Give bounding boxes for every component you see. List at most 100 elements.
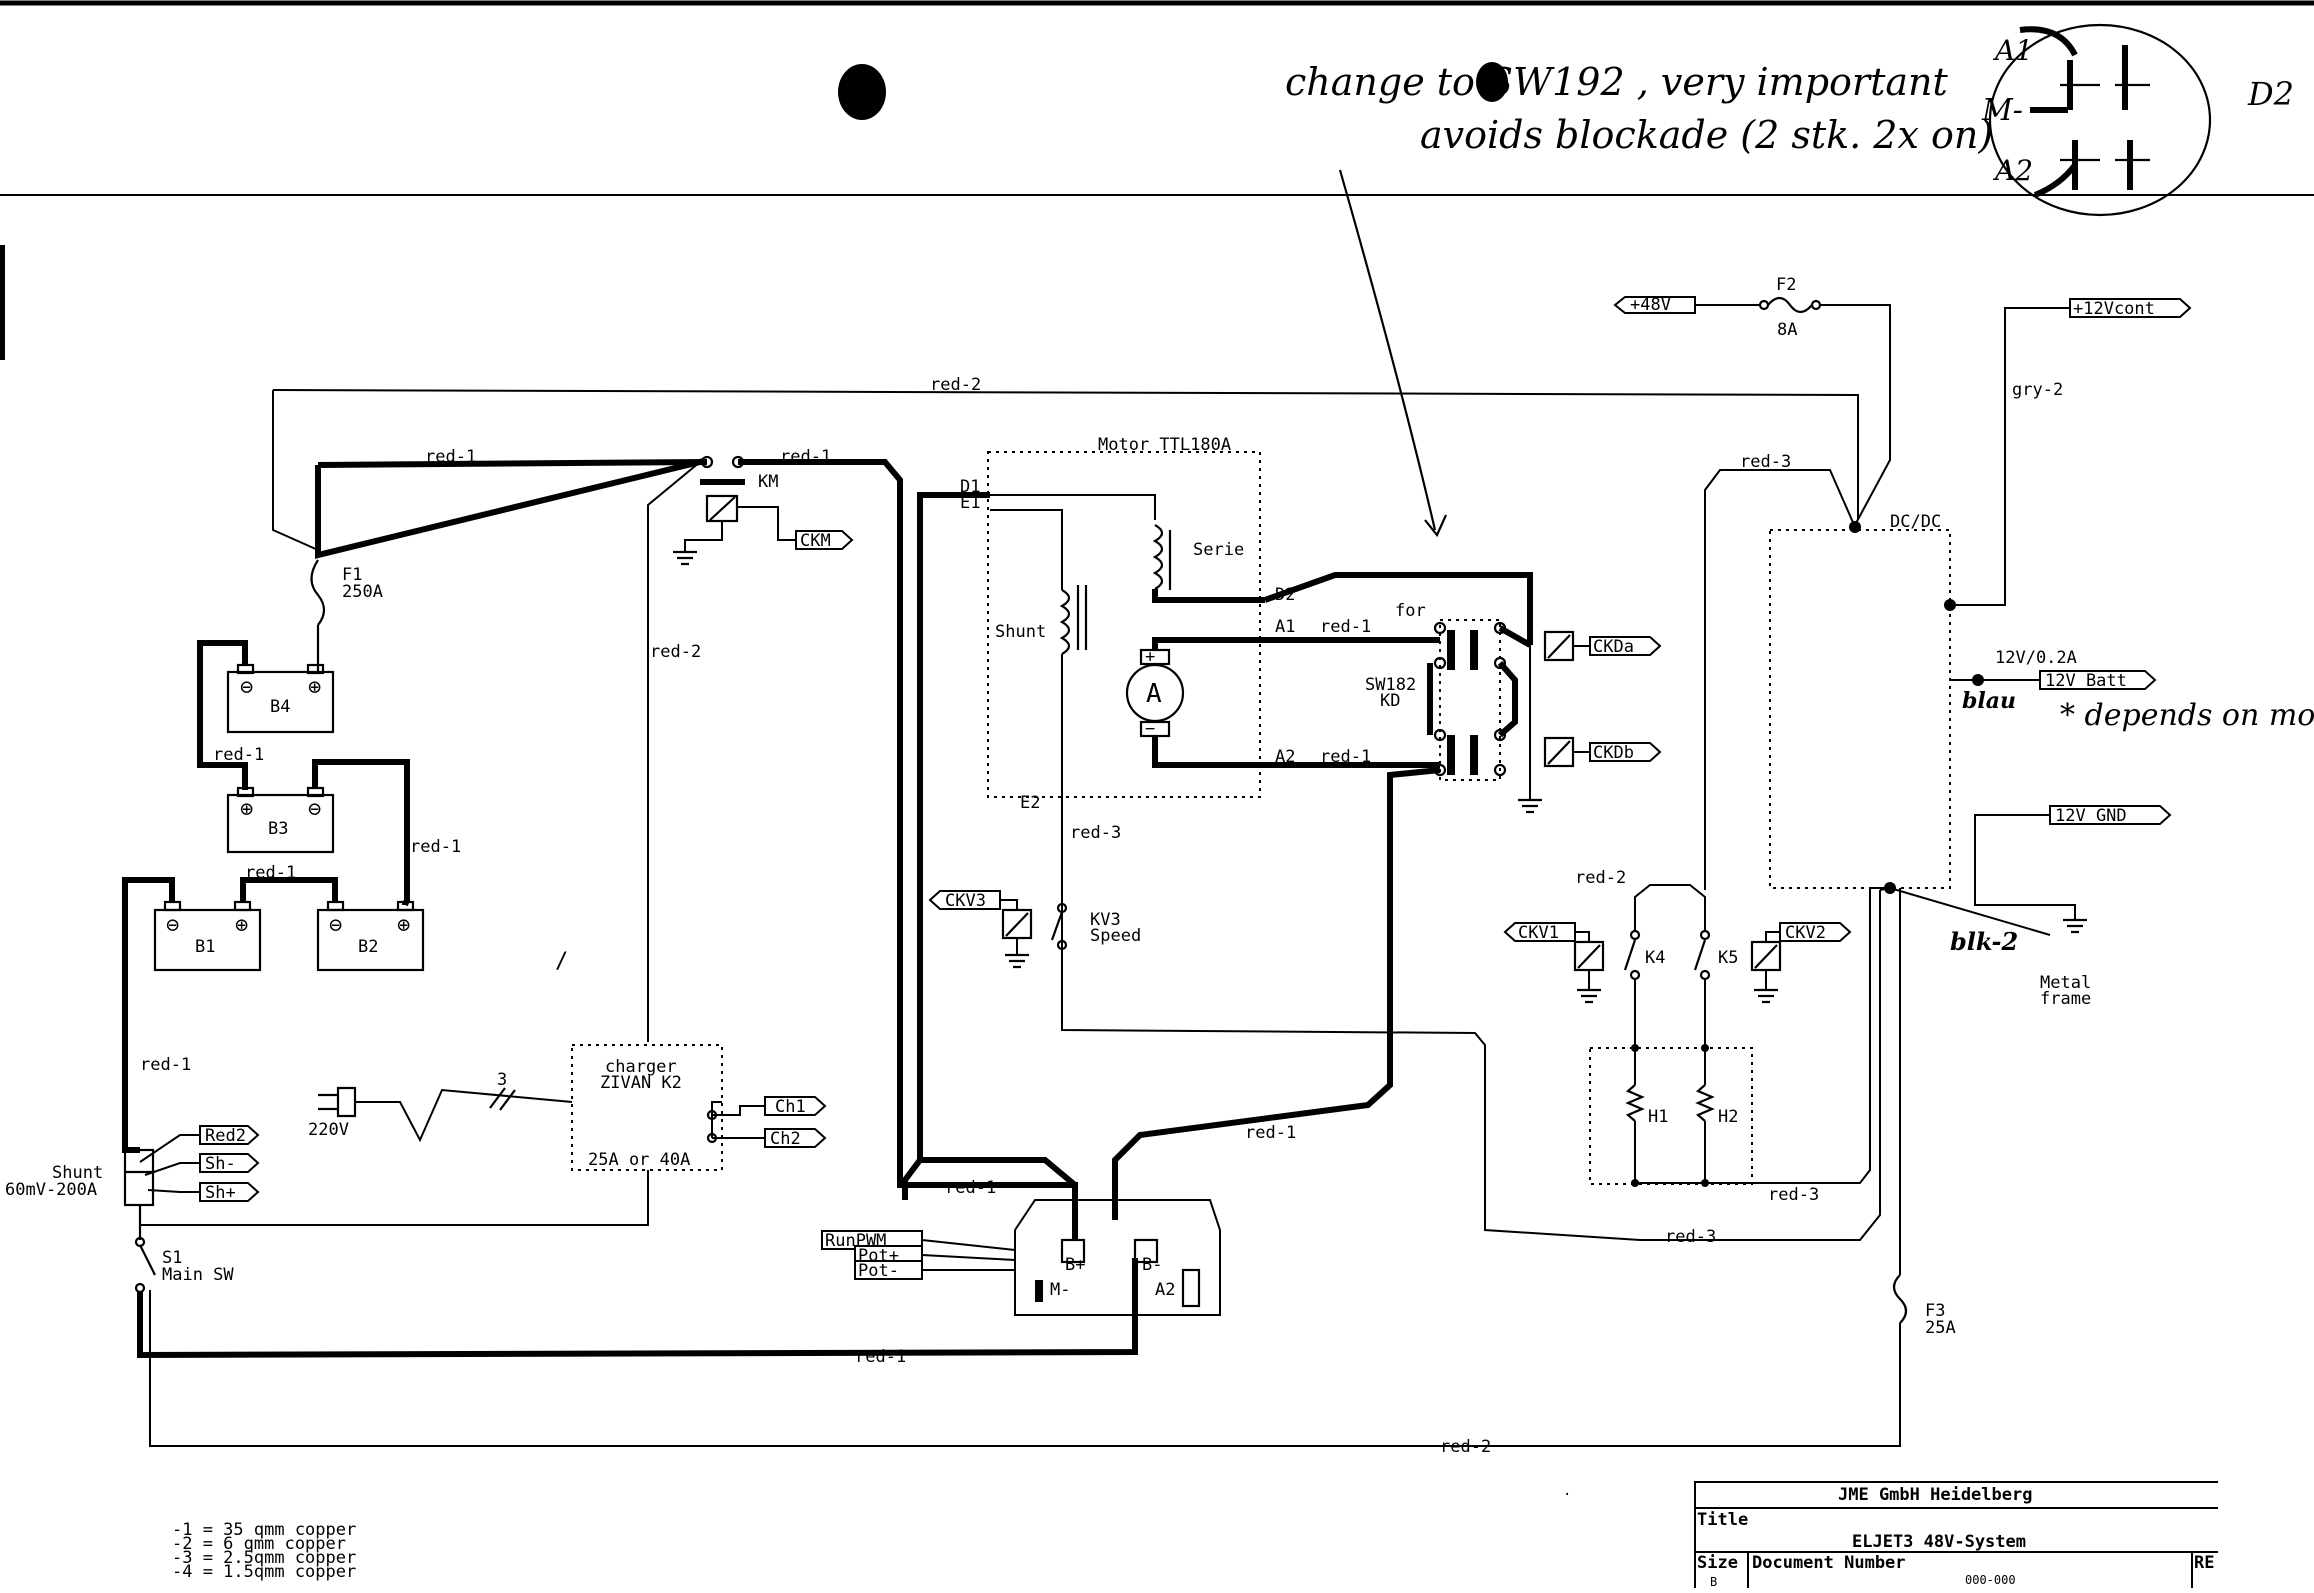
label-red1-b1b2: red-1 [245,863,296,883]
port-ckm [795,530,854,550]
titleblock-docnum-value: 000-000 [1965,1573,2016,1587]
motor-serie-coil [1152,524,1164,590]
heater-h1 [1625,1084,1645,1122]
port-ckv2 [1779,922,1852,942]
label-f1: F1 [342,565,362,585]
svg-text:⊕: ⊕ [240,797,253,822]
ground-kd [1518,798,1542,814]
port-ckv3 [928,890,1001,910]
charger-mains-cable [355,1088,573,1143]
legend-4: -4 = 1.5qmm copper [172,1562,356,1582]
label-red3-dcdc: red-3 [1740,452,1791,472]
label-k4: K4 [1645,948,1665,968]
annotation-line2: avoids blockade (2 stk. 2x on) [1420,113,1993,157]
battery-b4: ⊖ ⊕ B4 [226,663,335,734]
switch-sw182: for SW182 KD [1365,601,1507,781]
legend-2: -2 = 6 qmm copper [172,1534,346,1554]
fuse-f3 [1892,1274,1908,1324]
port-12vbatt [2039,670,2157,690]
label-main-sw: Main SW [162,1265,234,1285]
label-b2: B2 [358,937,378,957]
port-ckdb-label: CKDb [1593,743,1634,763]
label-red1-a2: red-1 [1320,747,1371,767]
mains-plug-icon [318,1086,357,1118]
titleblock-title-label: Title [1697,1510,1748,1530]
label-charger3: 25A or 40A [588,1150,690,1170]
annotation-blot [1476,62,1508,102]
label-b3: B3 [268,819,288,839]
label-batt-rating: 12V/0.2A [1995,648,2077,668]
titleblock-rev-label: RE [2194,1553,2214,1573]
port-12vcont [2069,298,2192,318]
label-red1-b3b2: red-1 [410,837,461,857]
label-k5: K5 [1718,948,1738,968]
label-gry2: gry-2 [2012,380,2063,400]
label-shunt-main2: 60mV-200A [5,1180,97,1200]
annotation-arrow [1338,169,1437,531]
label-metal2: frame [2040,989,2091,1009]
label-km: KM [758,472,778,492]
sketch-label-a1: A1 [1992,34,2033,67]
port-ckv1 [1503,922,1576,942]
svg-text:⊖: ⊖ [308,797,321,822]
svg-text:⊖: ⊖ [329,913,342,938]
ground-metal-frame [2063,918,2087,934]
label-three: 3 [497,1070,507,1090]
label-red1-bottom: red-1 [855,1347,906,1367]
label-f1-rating: 250A [342,582,383,602]
label-red2-k4k5: red-2 [1575,868,1626,888]
label-speed: Speed [1090,926,1141,946]
wire-red2-charger [647,461,701,1042]
wire-red1-km-controller [738,459,1078,1240]
label-serie: Serie [1193,540,1244,560]
port-ckda-label: CKDa [1593,637,1634,657]
port-12vgnd-label: 12V GND [2055,806,2127,826]
title-block: JME GmbH Heidelberg Title ELJET3 48V-Sys… [1694,1481,2218,1589]
label-red2-bottom: red-2 [1440,1437,1491,1457]
svg-text:⊕: ⊕ [308,675,321,700]
label-ctrl-m-minus: M- [1050,1280,1070,1300]
port-12vgnd [2049,805,2172,825]
label-red2-charger: red-2 [650,642,701,662]
svg-text:⊕: ⊕ [235,913,248,938]
label-motor: Motor TTL180A [1098,435,1231,455]
fuse-f2 [1767,296,1813,314]
label-f3-rating: 25A [1925,1318,1956,1338]
port-sh-plus [199,1182,260,1202]
label-red1-a2-ctrl: red-1 [1245,1123,1296,1143]
switch-s1 [139,1244,156,1276]
label-sw182: SW182 [1365,675,1416,695]
titleblock-docnum-label: Document Number [1752,1553,1906,1573]
label-red1-ctrl: red-1 [945,1178,996,1198]
port-sh-minus-label: Sh- [205,1154,236,1174]
port-ch2 [764,1128,827,1148]
battery-b2: ⊖⊕ B2 [316,900,425,972]
svg-text:−: − [1145,719,1155,739]
note-blk: blk-2 [1950,927,2018,956]
label-for: for [1395,601,1426,621]
wire-legend: -1 = 35 qmm copper -2 = 6 qmm copper -3 … [172,1520,356,1582]
motor-shunt-coil [1059,589,1071,655]
wire-red3-dcdc [1704,469,1856,890]
annotation-line1: change to SW192 , very important [1285,60,1948,104]
svg-text:⊖: ⊖ [240,675,253,700]
port-48v-label: +48V [1630,295,1671,315]
label-ctrl-b-minus: B- [1142,1255,1162,1275]
wire-red1-bottom [137,1258,1138,1359]
sketch-label-m: M- [1981,93,2023,128]
port-red2 [199,1125,260,1145]
label-b4: B4 [270,697,290,717]
note-blau: blau [1962,688,2016,714]
titleblock-company: JME GmbH Heidelberg [1838,1485,2032,1505]
label-220v: 220V [308,1120,349,1140]
titleblock-title: ELJET3 48V-System [1852,1532,2026,1552]
port-12vcont-label: +12Vcont [2073,299,2155,319]
label-red1-km: red-1 [780,447,831,467]
label-s1: S1 [162,1248,182,1268]
port-pot-minus [854,1260,923,1280]
note-depends: * depends on model [2060,698,2314,733]
label-armature: A [1146,679,1162,709]
port-red2-label: Red2 [205,1126,246,1146]
dcdc-box [1769,529,1951,889]
label-red1-b4b3: red-1 [213,745,264,765]
